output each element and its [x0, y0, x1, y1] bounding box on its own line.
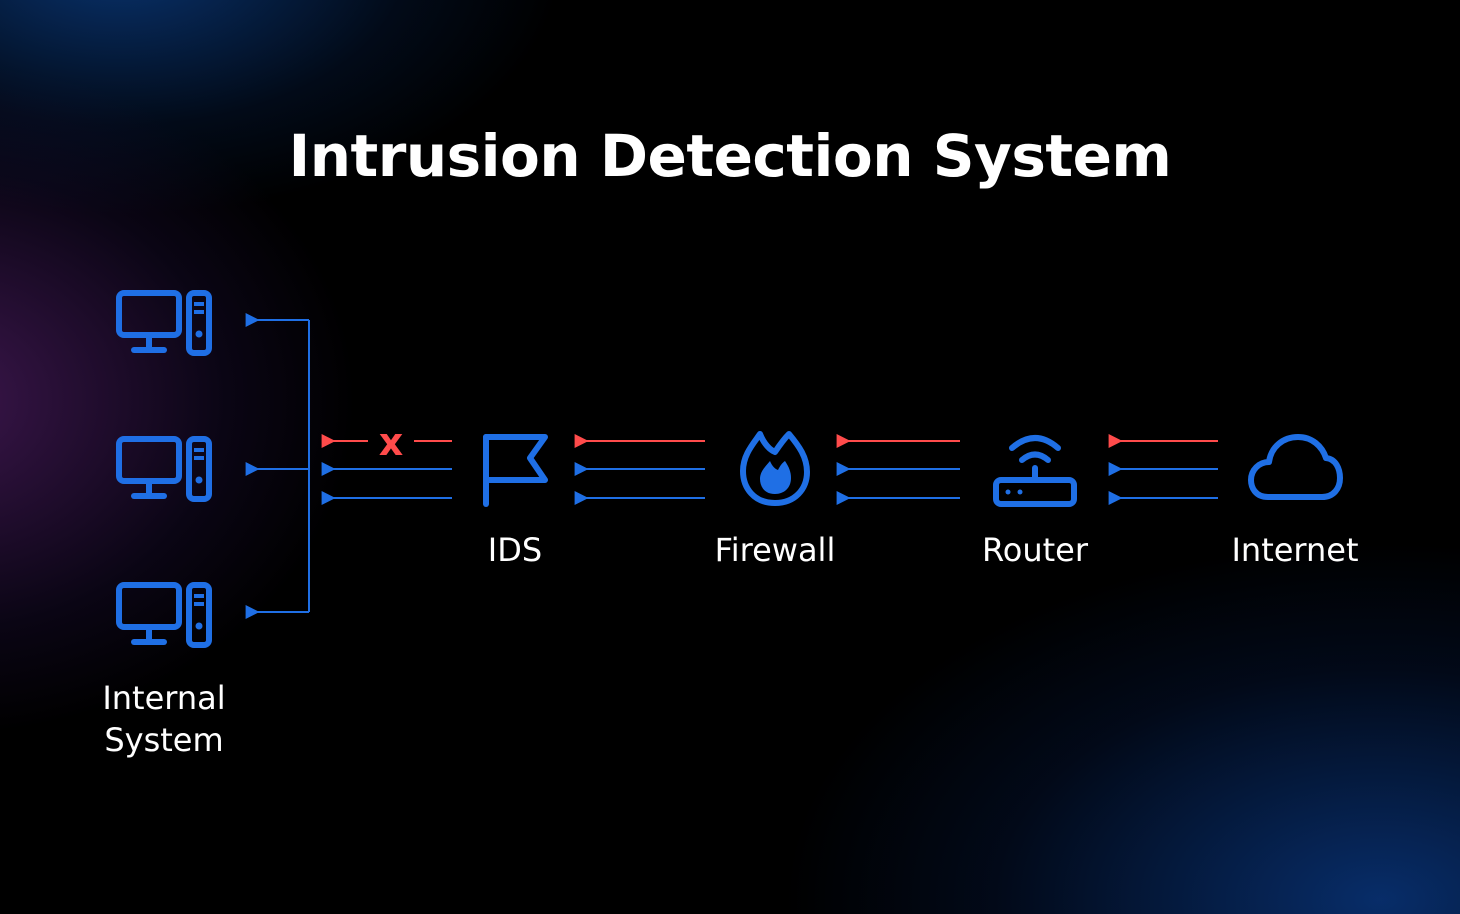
- node-label-internal-line1: Internal: [102, 679, 226, 717]
- desktop-computer-icon: [119, 585, 209, 645]
- node-label-router: Router: [981, 531, 1089, 569]
- flame-icon: [740, 431, 810, 506]
- arrow-group-firewall-to-ids: [574, 434, 705, 505]
- node-label-ids: IDS: [487, 531, 543, 569]
- blocked-marker: x: [379, 420, 404, 464]
- node-label-firewall: Firewall: [714, 531, 836, 569]
- desktop-computer-icon: [119, 439, 209, 499]
- arrow-group-ids-to-internal: [321, 434, 452, 505]
- arrow-group-router-to-firewall: [836, 434, 960, 505]
- distribution-bracket: [245, 313, 310, 619]
- router-icon: [993, 435, 1077, 507]
- node-label-internal-line2: System: [104, 721, 224, 759]
- node-label-internet: Internet: [1231, 531, 1359, 569]
- desktop-computer-icon: [119, 293, 209, 353]
- page-title: Intrusion Detection System: [288, 122, 1172, 190]
- cloud-icon: [1248, 434, 1343, 500]
- arrow-group-internet-to-router: [1108, 434, 1218, 505]
- node-label-internal-system: Internal System: [74, 677, 254, 761]
- flag-icon: [483, 434, 548, 507]
